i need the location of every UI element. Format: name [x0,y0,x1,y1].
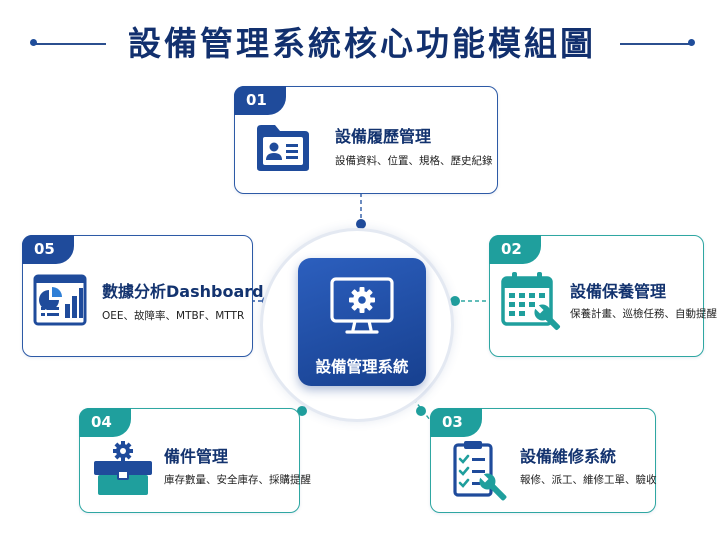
title-right-dot [688,39,695,46]
folder-id-icon [257,125,309,171]
title-left-dot [30,39,37,46]
node-dot-04 [297,406,307,416]
module-description: 庫存數量、安全庫存、採購提醒 [164,474,311,486]
module-card-02: 02 設備保養管理 保養計畫、巡檢任務、自動提醒 [489,235,717,357]
module-title: 設備履歷管理 [335,127,432,146]
module-title: 設備維修系統 [520,447,617,466]
module-card-04: 04 備件管理 庫存數量、安全庫存、採購提醒 [79,408,311,513]
module-card-01: 01 設備履歷管理 設備資料、位置、規格、歷史紀錄 [234,86,498,194]
node-dot-02 [450,296,460,306]
checklist-wrench-icon [453,441,507,501]
module-number-badge: 01 [234,86,286,115]
module-number-badge: 05 [22,235,74,264]
module-description: OEE、故障率、MTBF、MTTR [102,310,245,322]
center-node: 設備管理系統 [298,258,426,386]
toolbox-gear-icon [94,441,152,495]
module-description: 保養計畫、巡檢任務、自動提醒 [570,308,717,320]
module-number-badge: 03 [430,408,482,437]
module-card-03: 03 設備維修系統 報修、派工、維修工單、驗收 [430,408,657,513]
module-number-badge: 04 [79,408,131,437]
title-right-rule [620,43,692,45]
module-description: 設備資料、位置、規格、歷史紀錄 [335,155,493,167]
module-number-badge: 02 [489,235,541,264]
node-dot-03 [416,406,426,416]
module-title: 備件管理 [164,447,229,466]
module-title: 設備保養管理 [570,282,667,301]
module-description: 報修、派工、維修工單、驗收 [520,474,657,486]
title-left-rule [34,43,106,45]
node-dot-01 [356,219,366,229]
dashboard-chart-icon [33,274,87,326]
module-card-05: 05 數據分析Dashboard OEE、故障率、MTBF、MTTR [22,235,264,357]
diagram-title: 設備管理系統核心功能模組圖 [128,24,596,63]
center-label: 設備管理系統 [315,358,409,376]
module-title: 數據分析Dashboard [102,282,264,301]
calendar-wrench-icon [501,272,561,331]
monitor-gear-icon [330,277,394,334]
